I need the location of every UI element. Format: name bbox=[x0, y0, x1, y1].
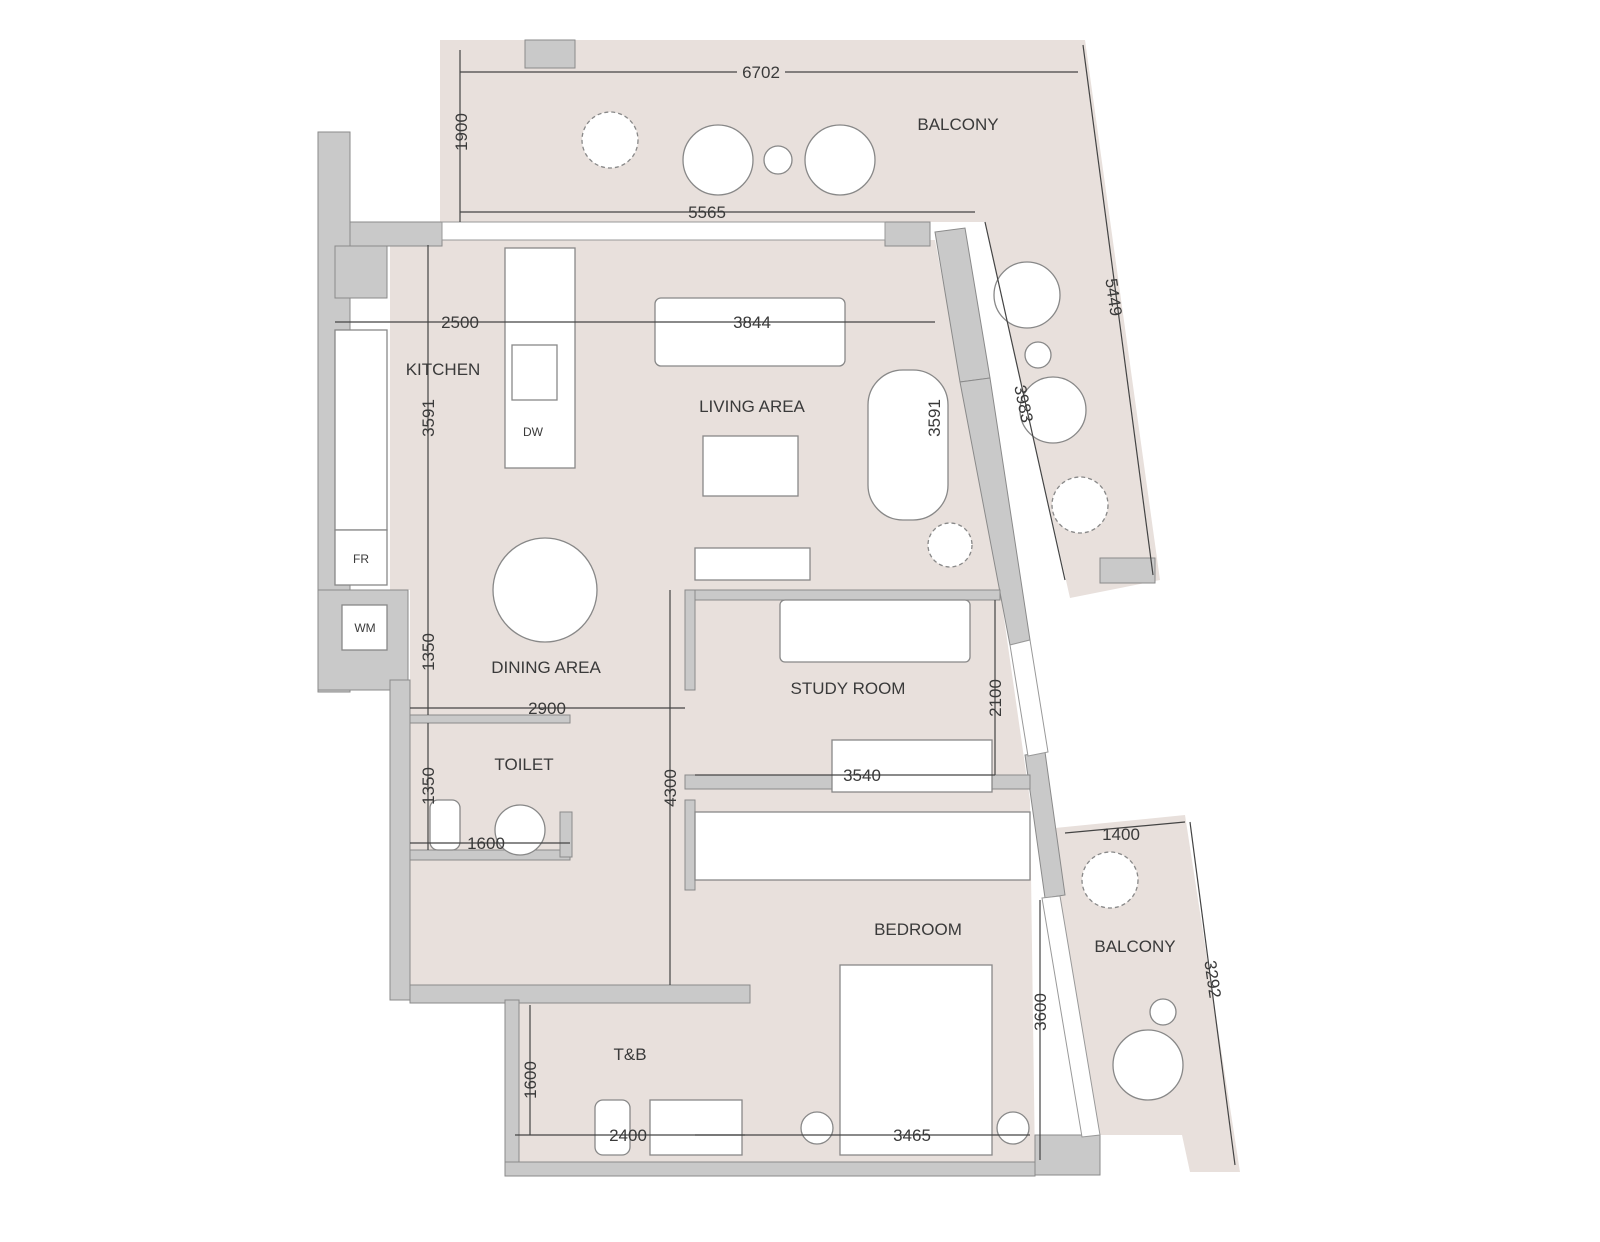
label-balcony-bottom: BALCONY bbox=[1094, 937, 1175, 956]
room-labels: BALCONY KITCHEN LIVING AREA DINING AREA … bbox=[353, 115, 1176, 1064]
plant-icon bbox=[1051, 476, 1109, 534]
balcony-chair bbox=[1112, 1029, 1184, 1101]
dimension-labels: 6702 1900 5565 5449 2500 3844 3591 3591 … bbox=[419, 62, 1224, 1145]
kitchen-counter bbox=[334, 329, 388, 531]
dim-3591-living: 3591 bbox=[925, 399, 944, 437]
study-sofa bbox=[779, 599, 971, 663]
washing-machine bbox=[341, 604, 388, 651]
nightstand bbox=[996, 1111, 1030, 1145]
label-bedroom: BEDROOM bbox=[874, 920, 962, 939]
sofa bbox=[654, 297, 846, 367]
side-table bbox=[763, 145, 793, 175]
balcony-top-floor bbox=[440, 40, 1160, 598]
dim-1400: 1400 bbox=[1102, 825, 1140, 844]
label-kitchen: KITCHEN bbox=[406, 360, 481, 379]
dim-3844: 3844 bbox=[733, 313, 771, 332]
armchair-sofa bbox=[867, 369, 949, 521]
dim-3540: 3540 bbox=[843, 766, 881, 785]
dim-5565: 5565 bbox=[688, 203, 726, 222]
dim-3465: 3465 bbox=[893, 1126, 931, 1145]
side-table bbox=[1149, 998, 1177, 1026]
plant-icon bbox=[581, 111, 639, 169]
label-wm: WM bbox=[354, 621, 375, 635]
dim-1350-dining: 1350 bbox=[419, 633, 438, 671]
plant-icon bbox=[927, 522, 973, 568]
balcony-chair bbox=[804, 124, 876, 196]
dim-1350-toilet: 1350 bbox=[419, 767, 438, 805]
dim-1600-tb: 1600 bbox=[521, 1061, 540, 1099]
dim-4300: 4300 bbox=[661, 769, 680, 807]
desk bbox=[831, 739, 993, 793]
nightstand bbox=[800, 1111, 834, 1145]
wardrobe bbox=[694, 811, 1031, 881]
window-top bbox=[441, 221, 886, 241]
balcony-bottom-floor bbox=[1035, 815, 1240, 1172]
window-bedroom bbox=[1041, 895, 1101, 1138]
tv-unit bbox=[694, 547, 811, 581]
fridge bbox=[334, 529, 388, 586]
coffee-table bbox=[702, 435, 799, 497]
dim-3591-kitchen: 3591 bbox=[419, 399, 438, 437]
balcony-chair bbox=[993, 261, 1061, 329]
wc bbox=[594, 1099, 631, 1156]
dimension-lines bbox=[335, 44, 1236, 1166]
plant-icon bbox=[1081, 851, 1139, 909]
side-table bbox=[1024, 341, 1052, 369]
dim-3600: 3600 bbox=[1031, 993, 1050, 1031]
balcony-chair bbox=[682, 124, 754, 196]
dim-2900: 2900 bbox=[528, 699, 566, 718]
dim-2100: 2100 bbox=[986, 679, 1005, 717]
dining-table bbox=[492, 537, 598, 643]
label-toilet: TOILET bbox=[494, 755, 553, 774]
label-fr: FR bbox=[353, 552, 369, 566]
label-balcony-top: BALCONY bbox=[917, 115, 998, 134]
dim-6702: 6702 bbox=[742, 63, 780, 82]
vanity bbox=[649, 1099, 743, 1156]
dim-2500: 2500 bbox=[441, 313, 479, 332]
dim-1900: 1900 bbox=[452, 113, 471, 151]
label-dw: DW bbox=[523, 425, 544, 439]
label-tb: T&B bbox=[613, 1045, 646, 1064]
window-study bbox=[1009, 639, 1049, 757]
bed bbox=[839, 964, 993, 1156]
furniture bbox=[334, 111, 1184, 1156]
sink-icon bbox=[511, 344, 558, 401]
label-study-room: STUDY ROOM bbox=[791, 679, 906, 698]
dim-2400: 2400 bbox=[609, 1126, 647, 1145]
dim-1600-toilet: 1600 bbox=[467, 834, 505, 853]
wc bbox=[429, 799, 461, 851]
label-dining-area: DINING AREA bbox=[491, 658, 601, 677]
walls bbox=[317, 39, 1156, 1177]
balcony-chair bbox=[1019, 376, 1087, 444]
label-living-area: LIVING AREA bbox=[699, 397, 805, 416]
